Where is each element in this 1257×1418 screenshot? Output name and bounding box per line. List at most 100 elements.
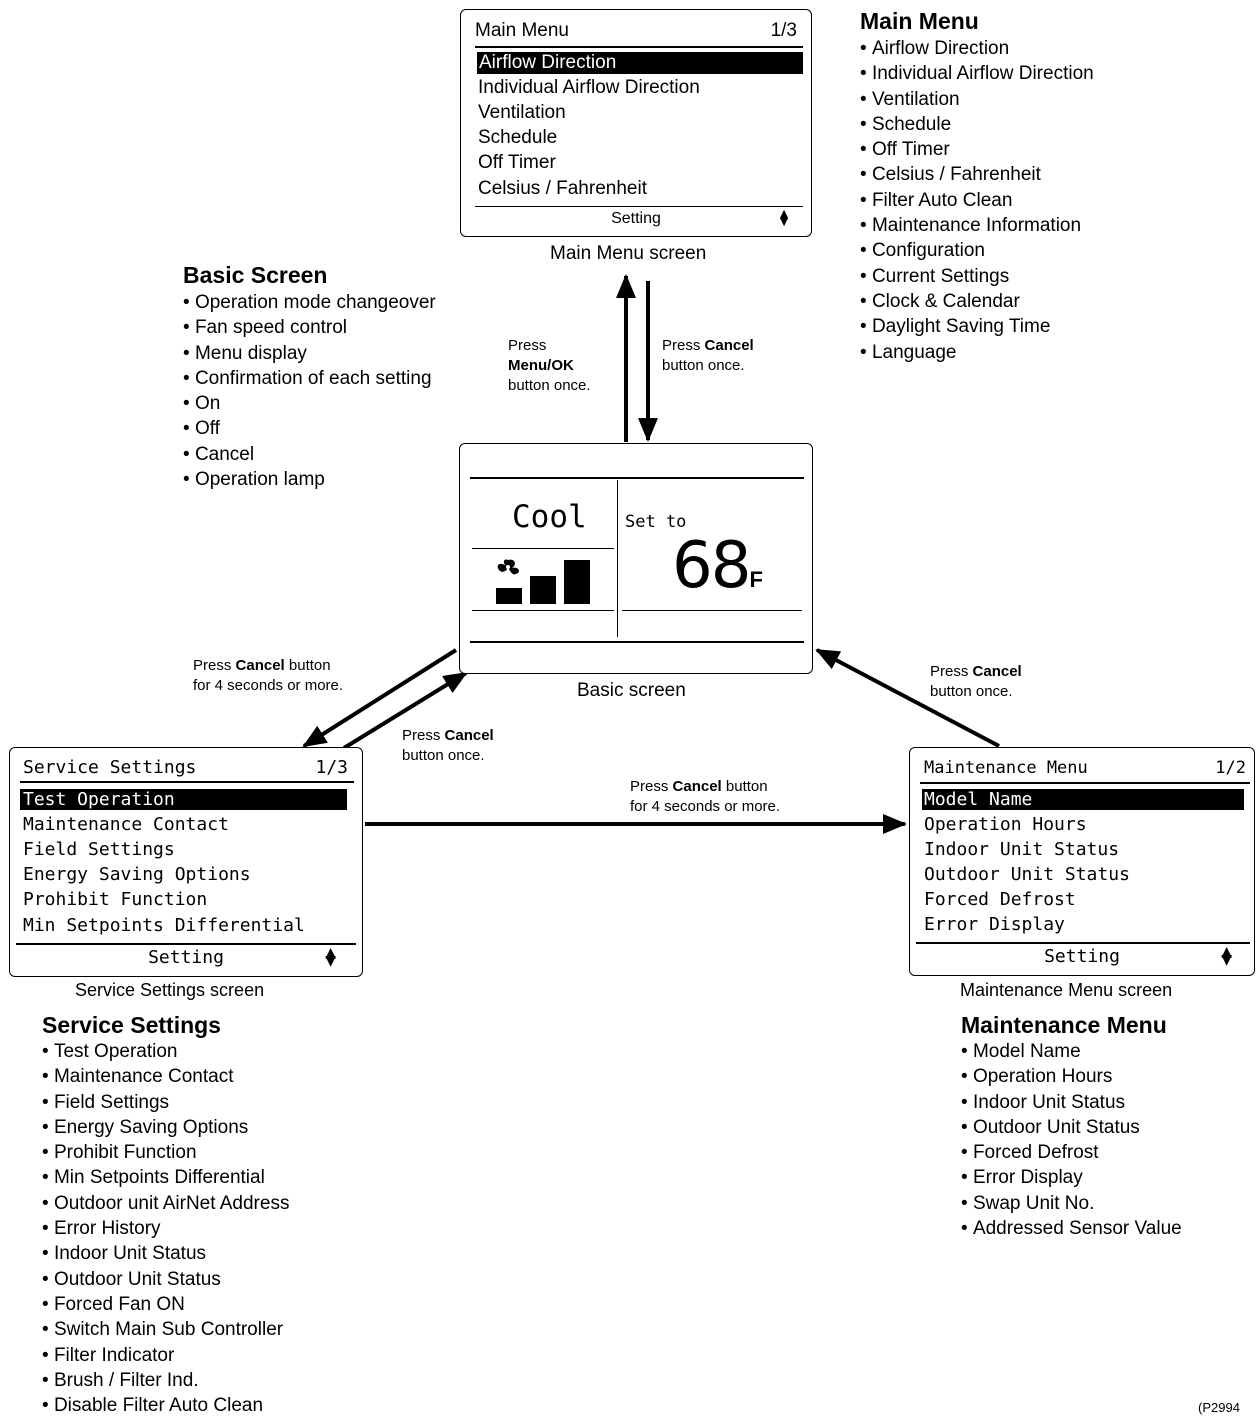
menu-item[interactable]: Celsius / Fahrenheit bbox=[478, 178, 647, 199]
divider bbox=[617, 480, 618, 637]
note-text: button bbox=[284, 657, 331, 674]
maintenance-screen-caption: Maintenance Menu screen bbox=[960, 980, 1173, 1000]
divider bbox=[472, 610, 614, 611]
divider bbox=[916, 942, 1250, 944]
fan-bar-2 bbox=[530, 576, 556, 604]
note-text: button once. bbox=[662, 357, 745, 374]
fan-icon bbox=[497, 559, 519, 575]
arrow-basic-to-service bbox=[302, 648, 458, 748]
fan-speed-icon[interactable] bbox=[492, 556, 592, 608]
menu-item[interactable]: Indoor Unit Status bbox=[924, 839, 1120, 860]
divider bbox=[20, 781, 354, 783]
list-item: Model Name bbox=[961, 1039, 1182, 1064]
menu-item[interactable]: Forced Defrost bbox=[924, 889, 1076, 910]
maintenance-screen-page: 1/2 bbox=[1215, 758, 1246, 778]
arrow-maintenance-to-basic bbox=[815, 648, 1000, 748]
footer-setting-label: Setting bbox=[148, 947, 224, 968]
note-menu-ok: Press Menu/OK button once. bbox=[508, 336, 591, 396]
note-text: Press bbox=[402, 727, 445, 744]
note-text: Press bbox=[930, 663, 973, 680]
service-settings-list: Test Operation Maintenance Contact Field… bbox=[42, 1039, 290, 1418]
list-item: Off Timer bbox=[860, 137, 1094, 162]
menu-item-model-name[interactable]: Model Name bbox=[922, 789, 1244, 810]
note-bold: Cancel bbox=[672, 778, 722, 795]
list-item: Fan speed control bbox=[183, 315, 436, 340]
menu-item[interactable]: Field Settings bbox=[23, 839, 175, 860]
main-menu-screen-caption: Main Menu screen bbox=[550, 243, 707, 264]
divider bbox=[472, 548, 614, 549]
note-text: for 4 seconds or more. bbox=[630, 798, 781, 815]
list-item: Forced Defrost bbox=[961, 1140, 1182, 1165]
list-item: Operation mode changeover bbox=[183, 290, 436, 315]
maintenance-screen-title: Maintenance Menu bbox=[924, 758, 1088, 778]
temperature-value: 68 bbox=[672, 529, 751, 603]
note-text: button once. bbox=[402, 747, 485, 764]
basic-screen-heading: Basic Screen bbox=[183, 262, 328, 288]
main-menu-list: Airflow Direction Individual Airflow Dir… bbox=[860, 36, 1094, 365]
main-menu-screen: Main Menu 1/3 Airflow Direction Individu… bbox=[460, 9, 812, 237]
up-down-icon[interactable]: ▲▼ bbox=[777, 205, 791, 229]
up-down-icon[interactable]: ▲▼ bbox=[1221, 944, 1232, 968]
note-text: Press bbox=[193, 657, 236, 674]
footer-setting-label: Setting bbox=[611, 210, 661, 227]
up-down-icon[interactable]: ▲▼ bbox=[325, 945, 336, 969]
note-bold: Cancel bbox=[444, 727, 494, 744]
maintenance-menu-heading: Maintenance Menu bbox=[961, 1012, 1167, 1038]
menu-item[interactable]: Prohibit Function bbox=[23, 889, 208, 910]
list-item: Field Settings bbox=[42, 1090, 289, 1115]
note-text: for 4 seconds or more. bbox=[193, 677, 344, 694]
menu-item[interactable]: Min Setpoints Differential bbox=[23, 915, 305, 936]
divider bbox=[475, 46, 803, 48]
list-item: Configuration bbox=[860, 238, 1094, 263]
note-text: Press bbox=[630, 778, 673, 795]
list-item: Current Settings bbox=[860, 264, 1094, 289]
menu-item-test-operation[interactable]: Test Operation bbox=[20, 789, 347, 810]
list-item: Airflow Direction bbox=[860, 36, 1094, 61]
menu-item[interactable]: Energy Saving Options bbox=[23, 864, 251, 885]
main-menu-screen-title: Main Menu bbox=[475, 20, 569, 41]
list-item: Operation lamp bbox=[183, 467, 436, 492]
divider bbox=[470, 641, 804, 643]
list-item: Error Display bbox=[961, 1165, 1182, 1190]
list-item: Clock & Calendar bbox=[860, 289, 1094, 314]
menu-item[interactable]: Outdoor Unit Status bbox=[924, 864, 1130, 885]
list-item: Forced Fan ON bbox=[42, 1292, 289, 1317]
figure-code: (P2994 bbox=[1198, 1400, 1240, 1415]
note-text: button once. bbox=[508, 377, 591, 394]
divider bbox=[920, 782, 1250, 784]
list-item: Outdoor unit AirNet Address bbox=[42, 1191, 290, 1216]
divider bbox=[475, 206, 803, 207]
note-text: button bbox=[721, 778, 768, 795]
fan-bar-3 bbox=[564, 560, 590, 604]
service-settings-heading: Service Settings bbox=[42, 1012, 221, 1038]
divider bbox=[622, 610, 802, 611]
divider bbox=[470, 477, 804, 479]
list-item: Brush / Filter Ind. bbox=[42, 1368, 289, 1393]
list-item: Cancel bbox=[183, 442, 436, 467]
menu-item[interactable]: Individual Airflow Direction bbox=[478, 77, 700, 98]
list-item: Language bbox=[860, 340, 1094, 365]
menu-item[interactable]: Off Timer bbox=[478, 152, 556, 173]
menu-item[interactable]: Operation Hours bbox=[924, 814, 1087, 835]
note-text: Press bbox=[508, 337, 547, 354]
basic-screen-caption: Basic screen bbox=[577, 680, 686, 701]
list-item: Filter Auto Clean bbox=[860, 188, 1094, 213]
menu-item[interactable]: Error Display bbox=[924, 914, 1065, 935]
list-item: Swap Unit No. bbox=[961, 1191, 1182, 1216]
list-item: Maintenance Contact bbox=[42, 1064, 289, 1089]
menu-item[interactable]: Schedule bbox=[478, 127, 558, 148]
menu-item-airflow-direction[interactable]: Airflow Direction bbox=[477, 52, 803, 74]
note-text: Press bbox=[662, 337, 705, 354]
note-cancel-once-service: Press Cancel button once. bbox=[402, 726, 494, 766]
basic-screen: Cool Set to 68F bbox=[459, 443, 813, 674]
set-to-label: Set to bbox=[625, 512, 687, 532]
list-item: Schedule bbox=[860, 112, 1094, 137]
note-bold: Cancel bbox=[704, 337, 754, 354]
list-item: Outdoor Unit Status bbox=[42, 1267, 289, 1292]
note-bold: Cancel bbox=[972, 663, 1022, 680]
menu-item[interactable]: Ventilation bbox=[478, 102, 566, 123]
menu-item[interactable]: Maintenance Contact bbox=[23, 814, 229, 835]
set-temperature: 68F bbox=[672, 534, 763, 612]
divider bbox=[16, 943, 356, 945]
